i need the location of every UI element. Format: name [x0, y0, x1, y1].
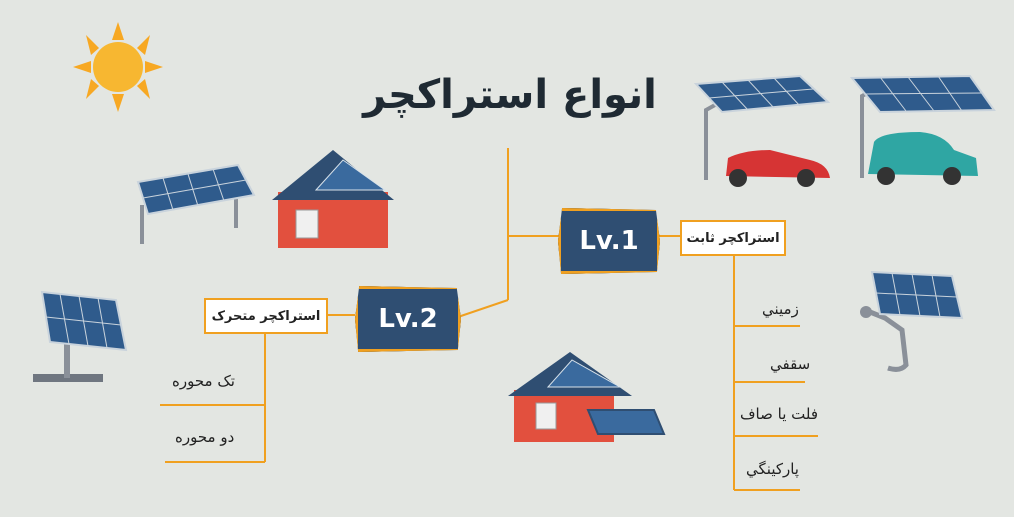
fixed-item-parking: پارکينگي: [746, 460, 799, 478]
connector-lines: [160, 148, 818, 491]
ground-mount-panel-icon: [136, 163, 256, 244]
carport-panel-icon: [693, 74, 831, 187]
dual-axis-tracker-icon: [860, 270, 964, 372]
fixed-item-roof: سقفي: [770, 355, 811, 373]
fixed-item-flat: فلت يا صاف: [740, 405, 819, 423]
moving-structure-box: استراکچر متحرک: [204, 298, 328, 334]
moving-item-single-axis: تک محوره: [172, 372, 235, 390]
carport-panel-icon-2: [849, 74, 996, 185]
fixed-structure-box: استراکچر ثابت: [680, 220, 786, 256]
page-title: انواع استراکچر: [363, 72, 657, 118]
single-axis-tracker-icon: [33, 290, 128, 382]
fixed-item-ground: زميني: [762, 300, 799, 318]
level-2-node: Lv.2: [355, 286, 461, 352]
moving-item-dual-axis: دو محوره: [175, 428, 235, 446]
level-1-node: Lv.1: [558, 208, 660, 274]
rooftop-house-icon: [272, 150, 394, 248]
sun-icon: [73, 22, 163, 112]
flat-roof-house-icon: [508, 352, 666, 442]
